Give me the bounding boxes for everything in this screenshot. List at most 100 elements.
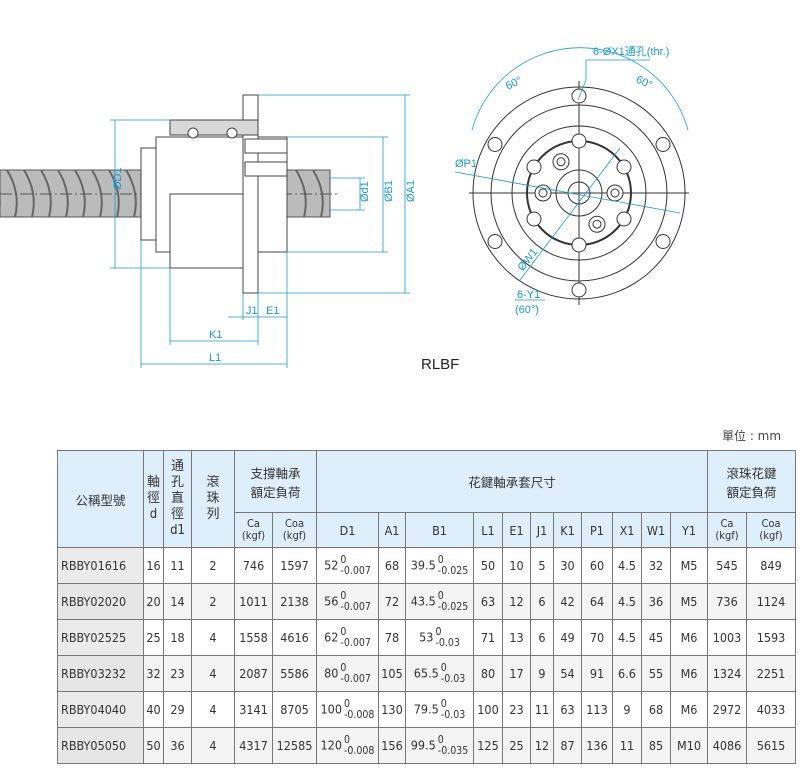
cell-l1: 100 (473, 691, 503, 728)
cell-scoa: 849 (746, 547, 796, 584)
cell-k1: 49 (553, 619, 582, 656)
cell-x1: 4.5 (612, 619, 642, 656)
cell-x1: 4.5 (612, 547, 642, 584)
drawing-caption: RLBF (421, 356, 460, 373)
thread-line (295, 169, 307, 218)
cell-ca: 746 (234, 547, 273, 584)
cell-x1: 11 (612, 727, 642, 764)
cell-sca: 736 (707, 583, 747, 620)
cell-d1: 18 (163, 619, 192, 656)
label-w1: ØW1 (515, 246, 540, 273)
thread-line (125, 169, 137, 218)
cell-coa: 2138 (272, 583, 317, 620)
cell-d1: 11 (163, 547, 192, 584)
cell-y1: M6 (670, 619, 708, 656)
cell-a1: 78 (378, 619, 406, 656)
cell-sca: 2972 (707, 691, 747, 728)
tolerance: 0-0.03 (440, 697, 466, 721)
cell-ca: 2087 (234, 655, 273, 692)
cell-d: 16 (143, 547, 164, 584)
cell-k1: 42 (553, 583, 582, 620)
cell-coa: 4616 (272, 619, 317, 656)
cell-ca: 3141 (234, 691, 273, 728)
cell-n: 4 (191, 619, 235, 656)
cell-sca: 1003 (707, 619, 747, 656)
thread-line (23, 169, 35, 218)
cell-d1: 14 (163, 583, 192, 620)
thread-line (40, 169, 52, 218)
cell-ca: 4317 (234, 727, 273, 764)
label-j1: J1 (246, 305, 258, 317)
label-angle-left: 60° (504, 75, 524, 93)
thread-line (108, 169, 120, 218)
cell-coa: 12585 (272, 727, 317, 764)
cell-j1: 6 (530, 583, 554, 620)
thread-line (74, 169, 86, 218)
cell-l1: 80 (473, 655, 503, 692)
cell-scoa: 1593 (746, 619, 796, 656)
cell-n: 2 (191, 583, 235, 620)
label-l1: L1 (209, 352, 221, 364)
header-ca: Ca(kgf) (234, 512, 273, 548)
front-view (0, 94, 340, 294)
cell-d1: 29 (163, 691, 192, 728)
cell-p1: 136 (581, 727, 613, 764)
thread-line (57, 169, 69, 218)
cell-j1: 12 (530, 727, 554, 764)
cell-model: RBBY03232 (57, 655, 144, 692)
tapped-hole (571, 133, 587, 149)
cell-y1: M6 (670, 655, 708, 692)
cell-model: RBBY01616 (57, 547, 144, 584)
cell-a1: 68 (378, 547, 406, 584)
label-e1: E1 (266, 305, 279, 317)
cell-d1: 36 (163, 727, 192, 764)
cell-scoa: 2251 (746, 655, 796, 692)
thread-line (91, 169, 103, 218)
header-spline-load: 滾珠花鍵額定負荷 (707, 450, 796, 513)
side-view (469, 81, 689, 305)
side-dimensions (454, 47, 689, 301)
cell-n: 4 (191, 727, 235, 764)
cell-d: 25 (143, 619, 164, 656)
cell-a1: 105 (378, 655, 406, 692)
tapped-hole (526, 159, 542, 175)
seal-screw-inner (556, 157, 566, 167)
cell-n: 4 (191, 655, 235, 692)
cell-d1: 23 (163, 655, 192, 692)
seal-screw-inner (610, 188, 620, 198)
front-dimensions (110, 94, 410, 368)
flange-hole (487, 234, 503, 249)
cell-n: 4 (191, 691, 235, 728)
tapped-hole (571, 237, 587, 253)
cell-n: 2 (191, 547, 235, 584)
flange-hole (487, 137, 503, 152)
tapped-hole (616, 159, 632, 175)
label-angle-right: 60° (634, 74, 654, 92)
cell-x1: 6.6 (612, 655, 642, 692)
cell-k1: 63 (553, 691, 582, 728)
cell-p1: 91 (581, 655, 613, 692)
header-spline-coa: Coa(kgf) (746, 512, 796, 548)
cell-j1: 5 (530, 547, 554, 584)
cell-x1: 4.5 (612, 583, 642, 620)
label-y1-angle: (60°) (515, 304, 539, 316)
cell-l1: 50 (473, 547, 503, 584)
flange-hole (655, 234, 671, 249)
label-small-d1: Ød1 (359, 181, 371, 202)
tolerance: 0-0.007 (340, 589, 371, 613)
cell-y1: M6 (670, 691, 708, 728)
header-j1: J1 (530, 512, 554, 548)
cell-model: RBBY05050 (57, 727, 144, 764)
header-a1: A1 (378, 512, 406, 548)
